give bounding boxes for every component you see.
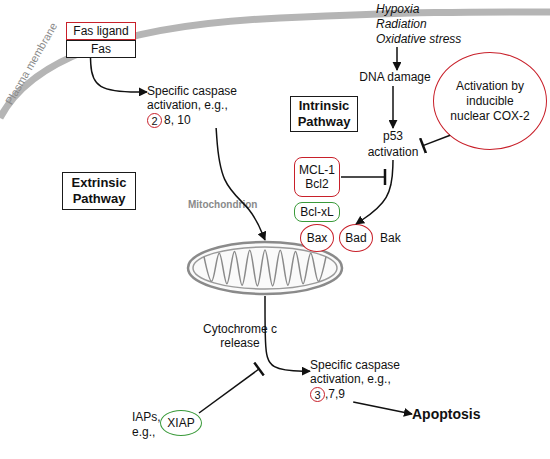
node-label: Bax bbox=[307, 231, 328, 245]
caspase-text: Specific caspase activation, e.g.,,7,9 3 bbox=[310, 358, 406, 402]
node-label: Bcl-xL bbox=[300, 205, 333, 219]
node-label: Intrinsic Pathway bbox=[291, 98, 357, 130]
pathway-box: Extrinsic Pathway bbox=[62, 172, 136, 210]
protein-ellipse: Bad bbox=[339, 224, 373, 252]
node-label: Mitochondrion bbox=[188, 198, 257, 212]
arrow-connector bbox=[392, 86, 394, 128]
cristae bbox=[204, 250, 326, 286]
node-label: DNA damage bbox=[355, 70, 435, 84]
stress-text: Hypoxia Radiation Oxidative stress bbox=[376, 2, 468, 47]
activator-ellipse: Activation by inducible nuclear COX-2 bbox=[433, 52, 547, 150]
node-label: Fas bbox=[91, 42, 111, 56]
inner-membrane bbox=[193, 247, 337, 289]
node-label: XIAP bbox=[167, 416, 194, 431]
node-label: MCL-1 Bcl2 bbox=[295, 163, 339, 191]
pathway-box: Intrinsic Pathway bbox=[290, 96, 358, 132]
inhibition-line bbox=[341, 176, 385, 178]
arrow-connector bbox=[356, 160, 393, 224]
protein-box: MCL-1 Bcl2 bbox=[294, 157, 340, 197]
node-label: Apoptosis bbox=[412, 405, 492, 423]
edge-label: Cytochrome c release bbox=[202, 322, 278, 350]
callout-circle: 2 bbox=[147, 113, 162, 128]
node-label: 2 bbox=[151, 114, 157, 128]
process-text: p53 activation bbox=[363, 128, 423, 160]
node-label: Hypoxia Radiation Oxidative stress bbox=[376, 2, 468, 47]
protein-ellipse: XIAP bbox=[160, 410, 202, 436]
callout-circle: 3 bbox=[310, 387, 325, 402]
node-label: p53 activation bbox=[363, 128, 423, 160]
inhibition-connector bbox=[423, 135, 450, 145]
node-label: Fas ligand bbox=[73, 24, 128, 38]
arrow-connector bbox=[396, 47, 398, 70]
receptor-box: Fas bbox=[66, 40, 136, 58]
arrow-connector bbox=[91, 58, 148, 92]
outcome-text: Apoptosis bbox=[412, 405, 492, 423]
node-label: Specific caspase activation, e.g., bbox=[147, 84, 243, 112]
node-label: 8, 10 bbox=[164, 113, 191, 127]
arrow-connector bbox=[216, 128, 265, 240]
inhibitor-text: IAPs, e.g.,XIAP bbox=[132, 410, 164, 440]
caspase-text: Specific caspase activation, e.g.,8, 10 2 bbox=[147, 84, 243, 128]
arrow-connector bbox=[353, 402, 412, 414]
node-label: Activation by inducible nuclear COX-2 bbox=[448, 79, 532, 124]
ligand-box: Fas ligand bbox=[66, 22, 136, 40]
node-label: 3 bbox=[314, 388, 320, 402]
node-label: Bak bbox=[380, 231, 410, 245]
node-label: IAPs, e.g., bbox=[132, 410, 164, 440]
protein-ellipse: Bax bbox=[300, 224, 334, 252]
inhibition-line bbox=[199, 369, 259, 413]
node-label: Bad bbox=[345, 231, 366, 245]
protein-box: Bcl-xL bbox=[294, 202, 340, 222]
node-label: Specific caspase activation, e.g., bbox=[310, 358, 406, 386]
node-label: Extrinsic Pathway bbox=[63, 175, 135, 207]
node-label: ,7,9 bbox=[325, 387, 345, 401]
process-text: DNA damage bbox=[355, 70, 435, 86]
protein-text: Bak bbox=[380, 231, 410, 247]
